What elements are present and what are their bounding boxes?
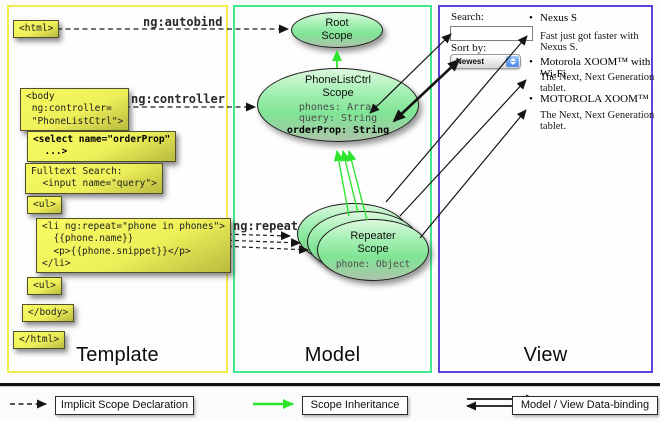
view-item-name: Motorola XOOM™ with Wi-Fi <box>540 56 651 80</box>
code-box-body-open: <body ng:controller= "PhoneListCtrl"> <box>20 88 130 132</box>
legend-divider <box>0 383 660 387</box>
view-item-name: MOTOROLA XOOM™ <box>540 93 649 105</box>
phonelistctrl-scope-title: PhoneListCtrl Scope <box>304 74 372 100</box>
code-box-ul-open: <ul> <box>27 196 62 215</box>
legend-scope-inheritance: Scope Inheritance <box>302 396 408 415</box>
bullet-icon: • <box>529 12 533 24</box>
ng-repeat-arrow-3 <box>220 245 309 255</box>
sort-dropdown-value: Newest <box>456 57 485 66</box>
select-stepper-icon <box>506 56 519 67</box>
bullet-icon: • <box>529 93 533 105</box>
repeater-scope-title: Repeater Scope <box>350 229 396 255</box>
inheritance-arrow-repeater-2 <box>340 150 359 214</box>
view-column-label: View <box>523 344 568 366</box>
prop-orderprop: orderProp: String <box>286 124 390 136</box>
view-item-snippet: The Next, Next Generation tablet. <box>540 110 655 132</box>
prop-phone: phone: Object <box>335 259 411 271</box>
code-box-ul-close: <ul> <box>27 277 62 296</box>
root-scope-ellipse: Root Scope <box>291 12 383 48</box>
view-item-name: Nexus S <box>540 12 577 24</box>
view-item-snippet: Fast just got faster with Nexus S. <box>540 31 639 53</box>
search-input[interactable] <box>450 26 533 41</box>
view-item-snippet: The Next, Next Generation tablet. <box>540 72 655 94</box>
sort-dropdown[interactable]: Newest <box>450 54 521 69</box>
code-box-html-close: </html> <box>13 331 66 350</box>
binding-arrow-item-3 <box>419 109 527 239</box>
binding-arrow-item-2 <box>399 79 527 217</box>
phonelistctrl-scope-ellipse: PhoneListCtrl Scope phones: Array query:… <box>257 68 419 142</box>
binding-arrow-item-1 <box>385 35 528 203</box>
code-box-body-close: </body> <box>22 304 75 323</box>
legend-model-view-data-binding: Model / View Data-binding <box>512 396 658 415</box>
template-column-label: Template <box>76 344 159 366</box>
code-box-fulltext: Fulltext Search: <input name="query"> <box>25 163 163 194</box>
binding-arrow-query-search <box>369 33 452 114</box>
prop-query: query: String <box>298 113 378 125</box>
ng-autobind-label: ng:autobind <box>143 15 223 29</box>
code-box-html-open: <html> <box>13 20 60 39</box>
ng-repeat-arrow-2 <box>220 238 301 248</box>
ng-controller-label: ng:controller <box>131 92 225 106</box>
prop-phones: phones: Array <box>298 102 378 114</box>
ng-repeat-arrow-1 <box>220 231 291 241</box>
inheritance-arrow-repeater-1 <box>333 150 350 217</box>
code-box-li-repeat: <li ng:repeat="phone in phones"> {{phone… <box>36 218 232 274</box>
code-box-select: <select name="orderProp" ...> <box>27 131 177 162</box>
phonelistctrl-scope-props: phones: Array query: String orderProp: S… <box>287 102 389 136</box>
root-scope-title: Root Scope <box>321 17 353 42</box>
inheritance-arrow-repeater-3 <box>346 150 368 221</box>
ng-repeat-label: ng:repeat <box>233 219 299 233</box>
repeater-scope-ellipse: Repeater Scope phone: Object <box>317 219 429 281</box>
binding-arrow-orderprop-sort <box>392 58 461 123</box>
search-label: Search: <box>451 11 484 23</box>
legend-implicit-scope-declaration: Implicit Scope Declaration <box>55 396 194 415</box>
model-column-label: Model <box>304 344 361 366</box>
sort-by-label: Sort by: <box>451 42 487 54</box>
bullet-icon: • <box>529 56 533 68</box>
